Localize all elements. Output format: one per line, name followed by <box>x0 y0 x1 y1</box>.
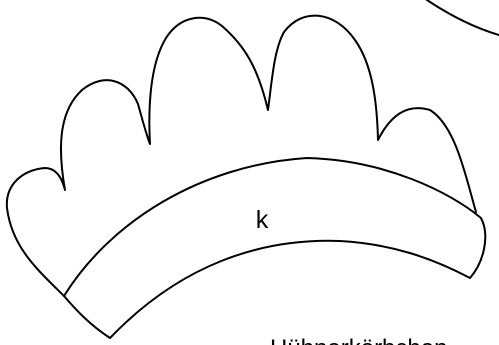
curved-band-outline <box>63 157 487 339</box>
template-caption: Hühnerkörbchen <box>270 335 447 345</box>
adjacent-shape-outline <box>426 0 499 36</box>
scalloped-crown-outline <box>5 14 477 297</box>
band-label: k <box>256 206 269 234</box>
